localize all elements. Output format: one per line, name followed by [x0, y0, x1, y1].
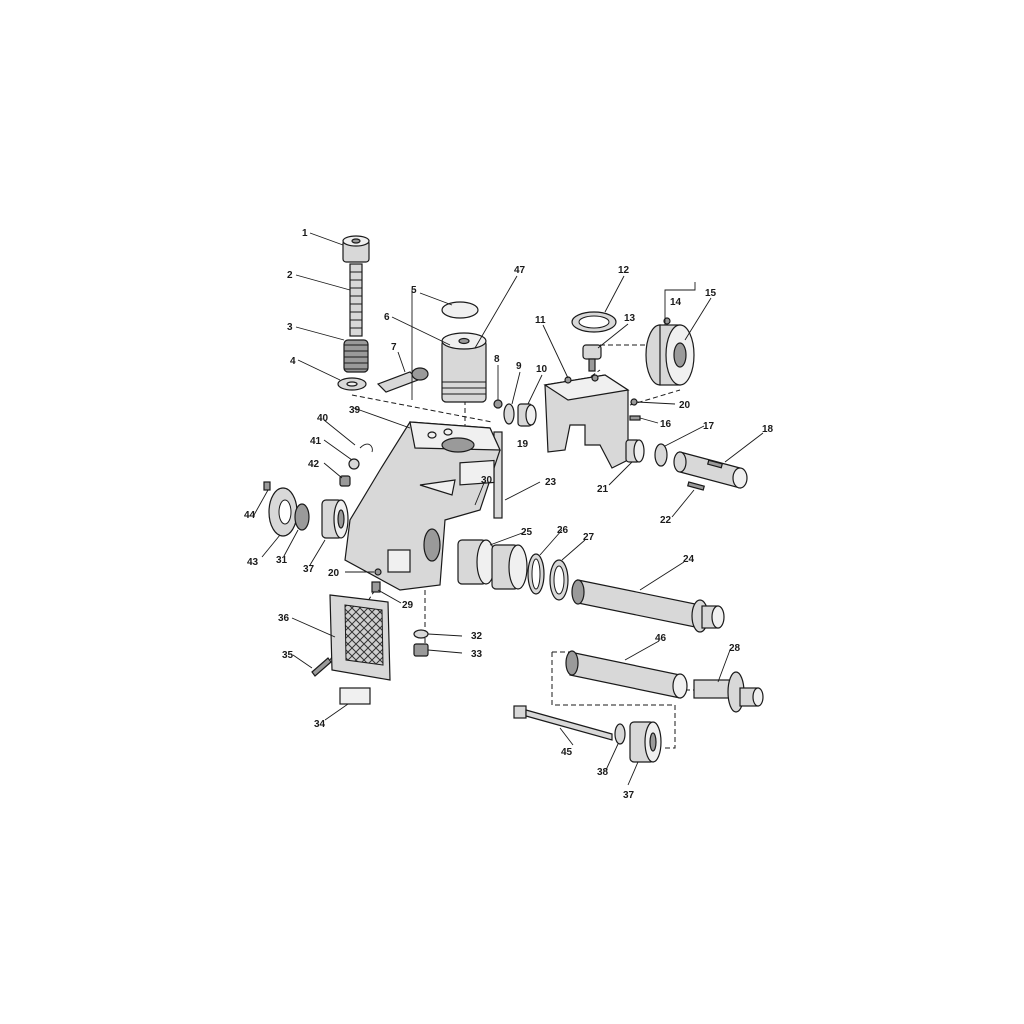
- callout-41: 41: [310, 436, 322, 447]
- part-33-screw: [413, 643, 429, 657]
- callout-39: 39: [349, 405, 361, 416]
- part-7-lever: [376, 367, 429, 393]
- callout-18: 18: [762, 424, 774, 435]
- callout-38: 38: [597, 767, 609, 778]
- part-18-shaft: [673, 451, 748, 489]
- part-46-spline-shaft: [565, 650, 688, 699]
- part-41-pin: [348, 458, 360, 470]
- callout-28: 28: [729, 643, 741, 654]
- callout-10: 10: [536, 364, 548, 375]
- callout-19: 19: [517, 439, 529, 450]
- callout-20-lower: 20: [328, 568, 340, 579]
- callout-31: 31: [276, 555, 288, 566]
- callout-2: 2: [287, 270, 293, 281]
- part-2-threaded-rod: [349, 263, 363, 337]
- part-10-bearing: [517, 403, 537, 427]
- part-17-ring: [654, 443, 668, 467]
- callout-44: 44: [244, 510, 256, 521]
- part-28-shaft-flange: [693, 671, 764, 713]
- part-1-cap: [342, 235, 370, 263]
- leader-lines: [253, 232, 764, 786]
- callout-24: 24: [683, 554, 695, 565]
- part-40-clip: [359, 443, 373, 453]
- callout-37-upper: 37: [303, 564, 315, 575]
- part-22-key: [687, 481, 705, 491]
- part-3-spring: [343, 339, 369, 373]
- callout-30: 30: [481, 475, 493, 486]
- part-26-ring: [527, 553, 545, 595]
- part-43-flange: [268, 487, 298, 537]
- part-24-spline-shaft: [571, 579, 725, 633]
- part-30-plate: [459, 459, 495, 486]
- part-20-pin-upper: [630, 398, 638, 406]
- callout-27: 27: [583, 532, 595, 543]
- callout-35: 35: [282, 650, 294, 661]
- part-27-ring: [549, 559, 569, 601]
- callout-15: 15: [705, 288, 717, 299]
- callout-20-upper: 20: [679, 400, 691, 411]
- part-29-fitting: [371, 581, 381, 593]
- callout-21: 21: [597, 484, 609, 495]
- part-25-bearings: [457, 539, 528, 590]
- callout-11: 11: [535, 315, 546, 326]
- part-37-bearing-upper: [321, 499, 349, 539]
- part-42-nut: [339, 475, 351, 487]
- part-32-washer: [413, 629, 429, 639]
- callout-7: 7: [391, 342, 397, 353]
- callout-4: 4: [290, 356, 296, 367]
- callout-37-lower: 37: [623, 790, 635, 801]
- callout-45: 45: [561, 747, 573, 758]
- callout-13: 13: [624, 313, 636, 324]
- callout-6: 6: [384, 312, 390, 323]
- callout-3: 3: [287, 322, 293, 333]
- part-15-pulley: [645, 317, 695, 386]
- part-9-ring: [503, 403, 515, 425]
- callout-47: 47: [514, 265, 526, 276]
- part-20-pin-lower: [374, 568, 382, 576]
- part-37-bearing-lower: [629, 721, 662, 763]
- callout-22: 22: [660, 515, 672, 526]
- callout-5: 5: [411, 285, 417, 296]
- part-38-ring: [614, 723, 626, 745]
- callout-17: 17: [703, 421, 715, 432]
- callout-36: 36: [278, 613, 290, 624]
- callout-23: 23: [545, 477, 557, 488]
- callout-8: 8: [494, 354, 500, 365]
- callout-34: 34: [314, 719, 326, 730]
- callout-labels: 1 2 3 4 5 6 7 47 8 9 10 11 12 13 14 15 2…: [244, 228, 774, 801]
- callout-12: 12: [618, 265, 630, 276]
- callout-14: 14: [670, 297, 682, 308]
- callout-32: 32: [471, 631, 483, 642]
- part-6-piston: [441, 332, 487, 403]
- callout-43: 43: [247, 557, 259, 568]
- callout-29: 29: [402, 600, 414, 611]
- callout-42: 42: [308, 459, 320, 470]
- part-45-long-bolt: [513, 705, 613, 741]
- part-8-screw: [493, 399, 503, 409]
- part-12-gasket-ring: [571, 311, 617, 333]
- part-13-valve: [582, 344, 602, 372]
- part-5-disc: [441, 301, 479, 319]
- callout-26: 26: [557, 525, 569, 536]
- callout-25: 25: [521, 527, 533, 538]
- callout-33: 33: [471, 649, 483, 660]
- part-11-fork-bracket: [543, 374, 630, 469]
- part-44-bolt: [263, 481, 271, 491]
- callout-9: 9: [516, 361, 522, 372]
- part-35-screw: [311, 657, 332, 677]
- part-36-grating-plate: [329, 594, 391, 681]
- part-21-bearing: [625, 439, 645, 463]
- part-31-nut: [294, 503, 310, 531]
- callout-1: 1: [302, 228, 308, 239]
- part-34-pad: [339, 687, 371, 705]
- callout-40: 40: [317, 413, 329, 424]
- part-4-washer: [337, 377, 367, 391]
- part-16-pin: [629, 415, 641, 421]
- callout-16: 16: [660, 419, 672, 430]
- callout-46: 46: [655, 633, 667, 644]
